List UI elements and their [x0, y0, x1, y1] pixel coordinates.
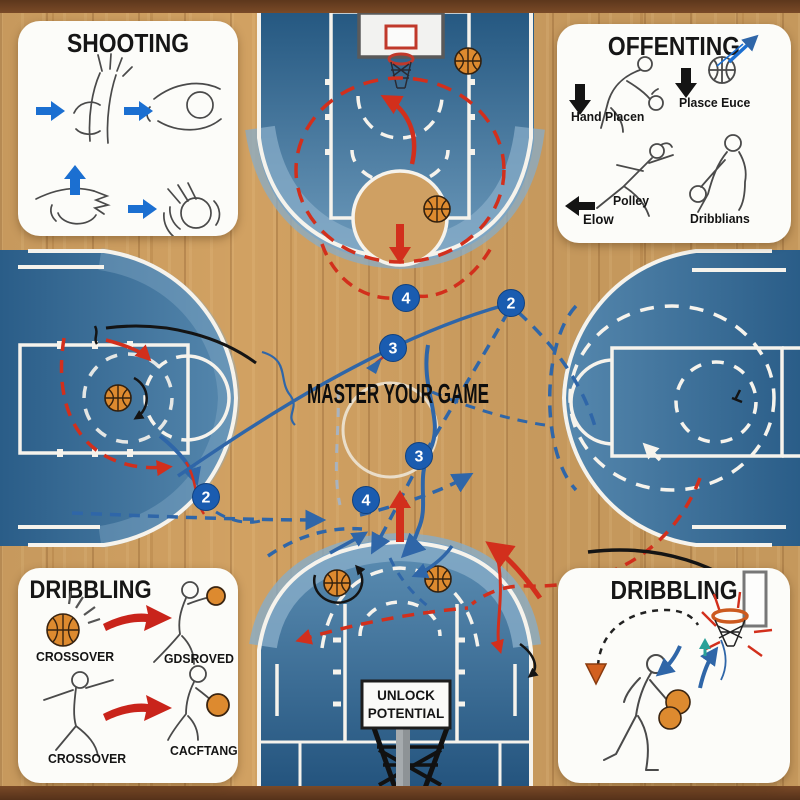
arrow-right-icon — [36, 101, 65, 121]
basketball — [323, 569, 351, 597]
blue-curve-arrow-down — [655, 645, 682, 677]
court-top — [245, 10, 545, 300]
orange-triangle-icon — [584, 663, 608, 686]
red-arrow-icon — [103, 605, 172, 631]
marker-2b: 2 — [192, 483, 220, 511]
arrow-right-icon — [128, 199, 157, 219]
hand-sketch-grip — [146, 82, 222, 131]
panel-offense: OFFENTING — [557, 24, 791, 243]
hand-sketch-dribble — [163, 182, 221, 236]
svg-text:2: 2 — [507, 296, 516, 313]
arrow-down-icon — [569, 84, 591, 115]
ball-burst-sketch — [46, 590, 101, 647]
white-dashed-loop — [568, 304, 776, 492]
court-right — [516, 249, 800, 547]
player-sketch-improved — [153, 581, 226, 665]
black-arrows — [565, 68, 697, 216]
hand-sketch-follow-through — [35, 187, 111, 225]
label-elbow: Elow — [583, 211, 614, 227]
marker-4b: 4 — [352, 486, 380, 514]
red-dashed-cut — [59, 337, 173, 477]
court-bottom — [249, 532, 541, 787]
dribbling-right-illustrations — [584, 570, 773, 771]
small-blue-arrowhead — [366, 358, 382, 374]
panel-shooting-title: SHOOTING — [66, 28, 190, 58]
bottom-border — [0, 786, 800, 800]
player-sketch-catching — [167, 665, 230, 741]
label-catching: CACFTANG — [170, 743, 238, 758]
top-border — [0, 0, 800, 13]
hand-sketch-release — [73, 53, 133, 144]
player-sketch-lunge — [596, 142, 674, 217]
marker-3: 3 — [379, 334, 407, 362]
arrow-right-icon — [124, 101, 153, 121]
blue-curve-arrow-up — [698, 646, 719, 689]
panel-offense-title: OFFENTING — [607, 31, 741, 61]
svg-text:3: 3 — [389, 341, 398, 358]
panel-dribbling-right: DRIBBLING — [558, 568, 790, 783]
backboard-hoop — [357, 11, 445, 89]
panel-dribbling-left: DRIBBLING — [18, 568, 238, 783]
player-sketch-dribble — [600, 56, 664, 133]
panel-shooting: SHOOTING — [18, 21, 238, 236]
player-markers: 4 2 3 3 4 2 — [192, 284, 525, 514]
label-pass-force: Plasce Euce — [679, 95, 751, 110]
hoop-starburst — [701, 570, 773, 657]
label-volley: Polley — [613, 193, 649, 208]
basketball — [104, 384, 132, 412]
svg-text:4: 4 — [362, 493, 371, 510]
label-crossover-1: CROSSOVER — [36, 649, 115, 664]
red-arrow-icon — [103, 695, 172, 721]
shooting-illustrations — [35, 53, 222, 236]
arrow-down-icon — [675, 68, 697, 98]
blue-arrows — [36, 101, 157, 219]
red-up-arrow — [389, 490, 411, 508]
label-hand-placement: Hand Placen — [571, 109, 645, 124]
basketball — [423, 195, 451, 223]
marker-2: 2 — [497, 289, 525, 317]
player-sketch-two-ball — [603, 654, 691, 771]
sign-line-2: POTENTIAL — [368, 706, 445, 721]
label-dribbling: Dribblians — [690, 211, 750, 226]
center-title: MASTER YOUR GAME — [307, 378, 489, 409]
offense-illustrations — [565, 34, 759, 217]
court-left — [0, 248, 261, 548]
player-sketch-crossover — [43, 671, 114, 757]
svg-text:2: 2 — [202, 490, 211, 507]
player-sketch-low-dribble — [689, 134, 747, 213]
sign-line-1: UNLOCK — [377, 688, 435, 703]
arrow-left-icon — [565, 196, 595, 216]
svg-text:4: 4 — [402, 291, 411, 308]
panel-dribbling-left-title: DRIBBLING — [29, 576, 152, 604]
blue-diagonal-arrow — [727, 34, 759, 64]
label-crossover-2: CROSSOVER — [48, 751, 127, 766]
red-curve-arrow — [380, 94, 417, 165]
dribbling-left-illustrations — [43, 581, 230, 757]
marker-3b: 3 — [405, 442, 433, 470]
label-improved: GDSROVED — [164, 651, 234, 666]
unlock-potential-sign: UNLOCK POTENTIAL — [360, 679, 452, 800]
dashed-lob-arc — [596, 608, 700, 667]
ball-sketch — [708, 56, 736, 84]
svg-text:3: 3 — [415, 449, 424, 466]
marker-4: 4 — [392, 284, 420, 312]
basketball — [454, 47, 482, 75]
arrow-up-icon — [64, 165, 86, 195]
